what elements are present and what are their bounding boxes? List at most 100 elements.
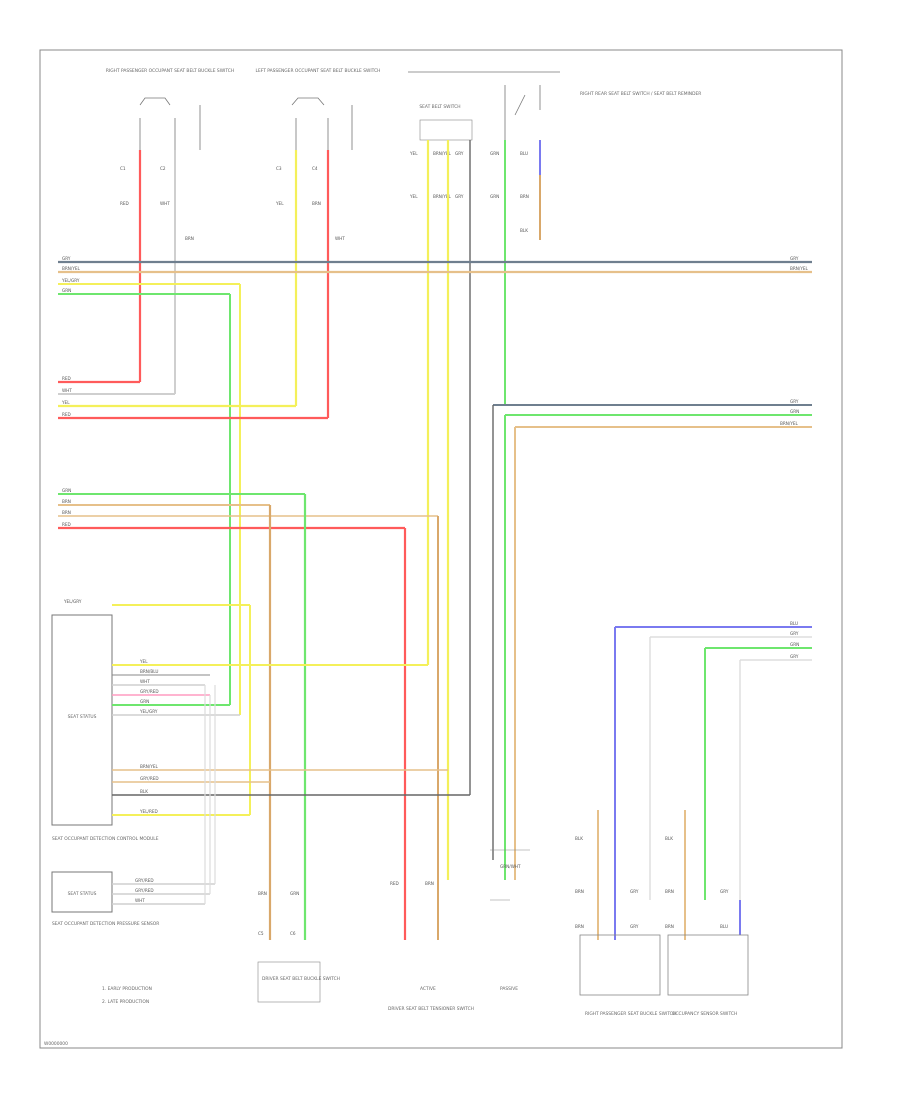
svg-text:GRY/RED: GRY/RED	[140, 776, 159, 781]
switch-symbol-4	[504, 85, 541, 140]
switch-symbol-2	[291, 97, 353, 150]
svg-text:BRN/BLU: BRN/BLU	[140, 669, 158, 674]
pressure-sensor-status: SEAT STATUS	[68, 891, 97, 897]
svg-text:BLU: BLU	[790, 621, 798, 626]
svg-text:ACTIVE: ACTIVE	[420, 986, 436, 992]
svg-text:GRY: GRY	[790, 631, 799, 636]
pin-labels-bottom: BRN GRN C5 C6 RED BRN GRN/WHT BRN BRN GR…	[258, 836, 729, 936]
svg-text:YEL: YEL	[275, 201, 284, 206]
svg-text:BRN: BRN	[665, 889, 674, 894]
svg-text:GRY: GRY	[790, 256, 799, 261]
pressure-sensor-box	[51, 871, 113, 913]
bus-group-2: RED WHT YEL RED	[58, 376, 328, 420]
svg-text:GRY: GRY	[720, 889, 729, 894]
svg-text:BLK: BLK	[575, 836, 583, 841]
svg-text:BRN/YEL: BRN/YEL	[780, 421, 799, 426]
svg-text:GRY/RED: GRY/RED	[140, 689, 159, 694]
svg-text:GRY/RED: GRY/RED	[135, 878, 154, 883]
svg-text:YEL/GRY: YEL/GRY	[63, 599, 82, 604]
svg-text:BRN: BRN	[425, 881, 434, 886]
svg-text:WHT: WHT	[335, 236, 345, 241]
svg-text:RIGHT PASSENGER SEAT BUCKLE SW: RIGHT PASSENGER SEAT BUCKLE SWITCH	[585, 1011, 676, 1017]
control-module-box	[51, 614, 113, 826]
svg-text:C4: C4	[312, 166, 318, 171]
svg-text:C1: C1	[120, 166, 126, 171]
svg-text:GRY: GRY	[790, 654, 799, 659]
note-1: 1. EARLY PRODUCTION	[102, 986, 152, 992]
svg-text:YEL/GRY: YEL/GRY	[139, 709, 158, 714]
connector-box-top-3	[419, 119, 473, 141]
svg-text:GRN: GRN	[62, 288, 71, 293]
bus-group-right: GRY GRN BRN/YEL	[493, 399, 812, 428]
svg-text:GRN: GRN	[290, 891, 299, 896]
svg-text:BRN: BRN	[62, 510, 71, 515]
svg-text:BRN/YEL: BRN/YEL	[433, 194, 452, 199]
svg-text:YEL: YEL	[139, 659, 148, 664]
svg-text:GRY: GRY	[630, 889, 639, 894]
svg-text:YEL: YEL	[409, 194, 418, 199]
control-module-status: SEAT STATUS	[68, 714, 97, 720]
svg-text:BLU: BLU	[520, 151, 528, 156]
svg-text:BRN/YEL: BRN/YEL	[140, 764, 159, 769]
svg-text:C5: C5	[258, 931, 264, 936]
svg-text:BRN: BRN	[575, 924, 584, 929]
bottom-switch-4: OCCUPANCY SENSOR SWITCH	[667, 934, 749, 1017]
svg-text:BLK: BLK	[520, 228, 528, 233]
svg-text:PASSIVE: PASSIVE	[500, 986, 518, 992]
page-id: W0000000	[44, 1041, 68, 1047]
component-label-top-4: RIGHT REAR SEAT BELT SWITCH / SEAT BELT …	[580, 91, 701, 97]
svg-text:WHT: WHT	[62, 388, 72, 393]
svg-text:GRY: GRY	[790, 399, 799, 404]
bus-group-3: GRN BRN BRN RED	[58, 488, 438, 530]
svg-text:BRN: BRN	[575, 889, 584, 894]
svg-text:GRN: GRN	[490, 194, 499, 199]
svg-text:BRN: BRN	[185, 236, 194, 241]
svg-text:C3: C3	[276, 166, 282, 171]
svg-text:DRIVER SEAT BELT BUCKLE SWITCH: DRIVER SEAT BELT BUCKLE SWITCH	[262, 976, 340, 982]
svg-text:OCCUPANCY SENSOR SWITCH: OCCUPANCY SENSOR SWITCH	[672, 1011, 737, 1017]
svg-text:BLK: BLK	[665, 836, 673, 841]
svg-text:GRN: GRN	[790, 409, 799, 414]
svg-text:RED: RED	[62, 376, 71, 381]
note-2: 2. LATE PRODUCTION	[102, 999, 149, 1005]
bottom-switch-1: DRIVER SEAT BELT BUCKLE SWITCH	[257, 961, 340, 1003]
svg-text:RED: RED	[62, 522, 71, 527]
component-label-module-2: SEAT OCCUPANT DETECTION PRESSURE SENSOR	[52, 921, 159, 927]
svg-text:RED: RED	[390, 881, 399, 886]
svg-text:GRY/RED: GRY/RED	[135, 888, 154, 893]
pin-labels-top: C1 C2 RED WHT BRN C3 C4 YEL BRN WHT YEL …	[120, 151, 529, 241]
svg-text:GRY: GRY	[630, 924, 639, 929]
svg-text:BRN: BRN	[258, 891, 267, 896]
svg-text:BRN: BRN	[62, 499, 71, 504]
component-label-top-1: RIGHT PASSENGER OCCUPANT SEAT BELT BUCKL…	[106, 68, 234, 74]
svg-text:YEL: YEL	[409, 151, 418, 156]
svg-text:GRY: GRY	[455, 151, 464, 156]
svg-text:BLK: BLK	[140, 789, 148, 794]
svg-text:BRN: BRN	[520, 194, 529, 199]
svg-text:GRY: GRY	[62, 256, 71, 261]
svg-text:BRN: BRN	[665, 924, 674, 929]
right-module-wires: BLU GRY GRN GRY	[597, 621, 812, 940]
svg-text:GRN: GRN	[490, 151, 499, 156]
svg-text:BRN/YEL: BRN/YEL	[433, 151, 452, 156]
component-label-module-1: SEAT OCCUPANT DETECTION CONTROL MODULE	[52, 836, 159, 842]
svg-text:RED: RED	[62, 412, 71, 417]
svg-text:GRY: GRY	[455, 194, 464, 199]
component-label-top-2: LEFT PASSENGER OCCUPANT SEAT BELT BUCKLE…	[256, 68, 381, 74]
bottom-switch-3: RIGHT PASSENGER SEAT BUCKLE SWITCH	[579, 934, 676, 1017]
svg-text:GRN: GRN	[140, 699, 149, 704]
svg-text:BRN/YEL: BRN/YEL	[62, 266, 81, 271]
svg-text:BLU: BLU	[720, 924, 728, 929]
bottom-switch-2: ACTIVE PASSIVE DRIVER SEAT BELT TENSIONE…	[388, 849, 530, 1012]
bus-group-1: GRY BRN/YEL YEL/GRY GRN GRY BRN/YEL	[58, 256, 812, 295]
component-label-top-3: SEAT BELT SWITCH	[419, 104, 460, 110]
module-pin-wires: YEL/GRY YEL BRN/BLU WHT GRY/RED GRN YEL/…	[63, 599, 470, 816]
svg-text:C2: C2	[160, 166, 166, 171]
svg-text:GRN: GRN	[62, 488, 71, 493]
svg-text:DRIVER SEAT BELT TENSIONER SWI: DRIVER SEAT BELT TENSIONER SWITCH	[388, 1006, 474, 1012]
diagram-frame	[39, 49, 843, 1049]
svg-text:GRN: GRN	[790, 642, 799, 647]
svg-text:C6: C6	[290, 931, 296, 936]
svg-text:GRN/WHT: GRN/WHT	[500, 864, 521, 869]
